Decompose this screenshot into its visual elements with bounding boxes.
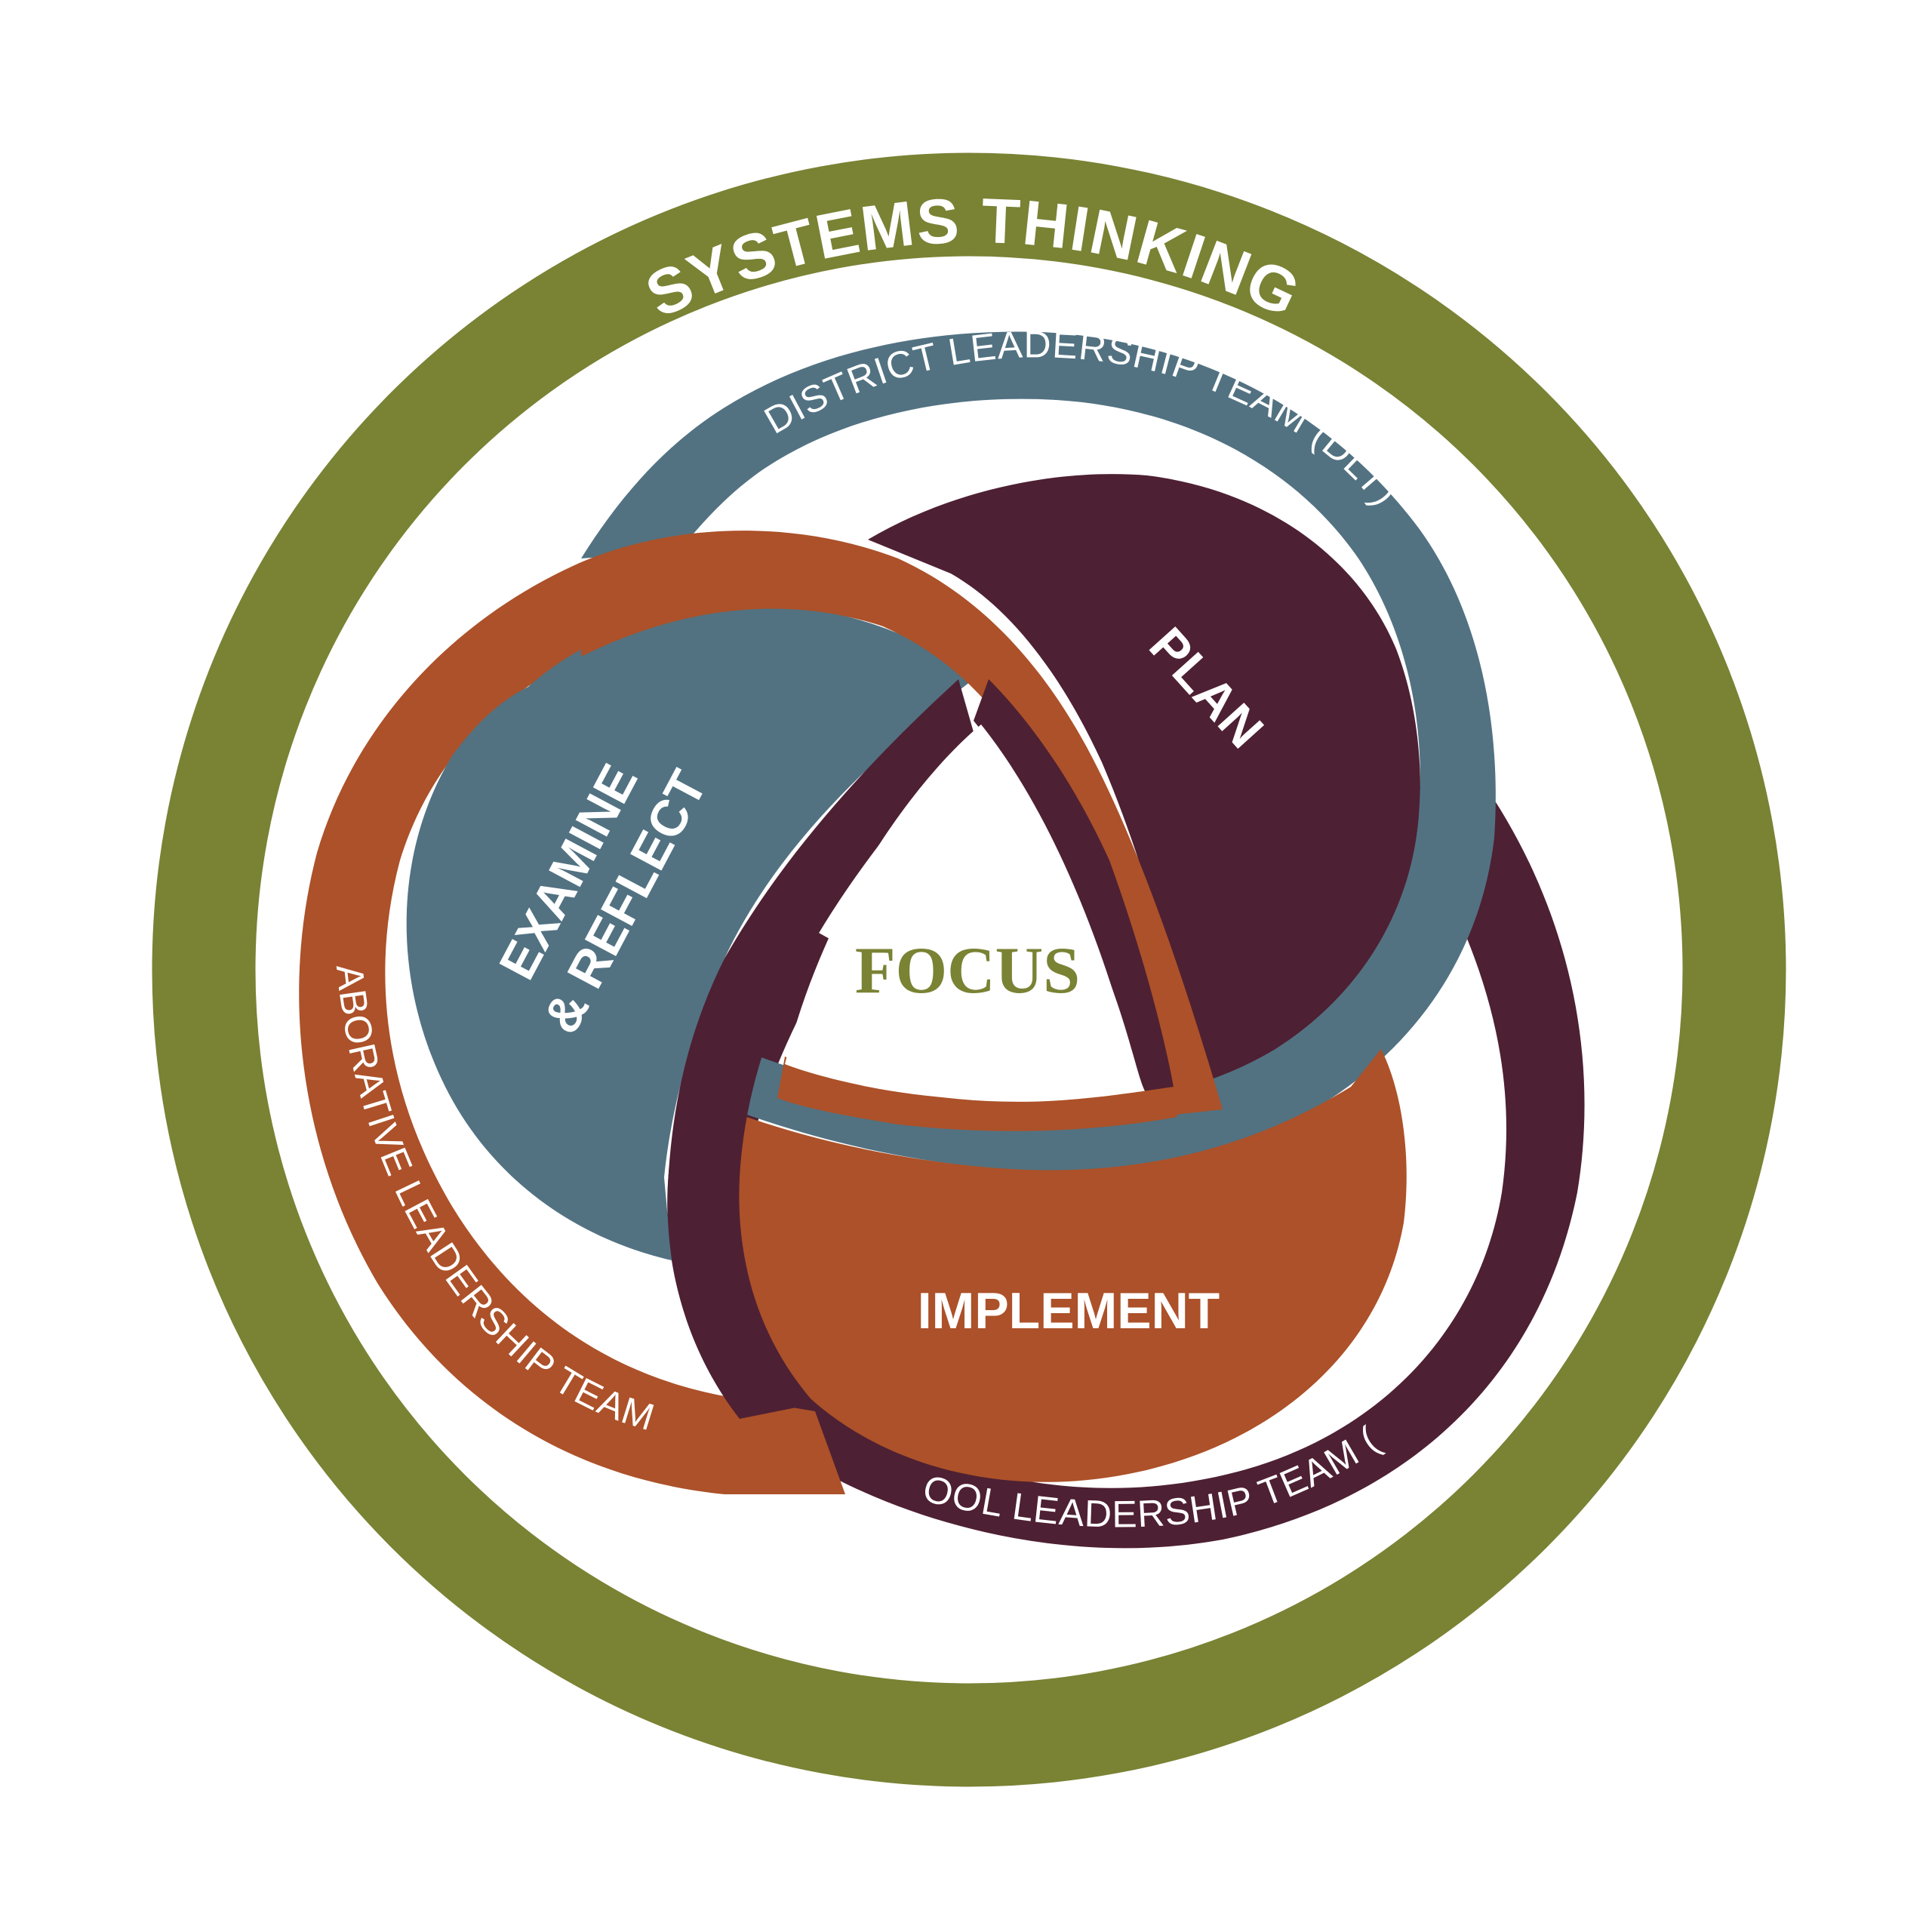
clt-bottom-sliver — [777, 1057, 1177, 1131]
focus-label: FOCUS — [855, 934, 1080, 1008]
examine-reflect-disc — [406, 607, 974, 1260]
slt-band — [667, 777, 1585, 1549]
focus-area — [785, 724, 1134, 1101]
implement-label: IMPLEMENT — [918, 1282, 1220, 1340]
clt-band — [299, 562, 845, 1494]
plan-disc — [868, 474, 1421, 1124]
systems-thinking-ring — [152, 152, 1786, 1787]
implement-disc — [730, 1049, 1407, 1482]
slt-front-arch — [667, 679, 974, 1419]
